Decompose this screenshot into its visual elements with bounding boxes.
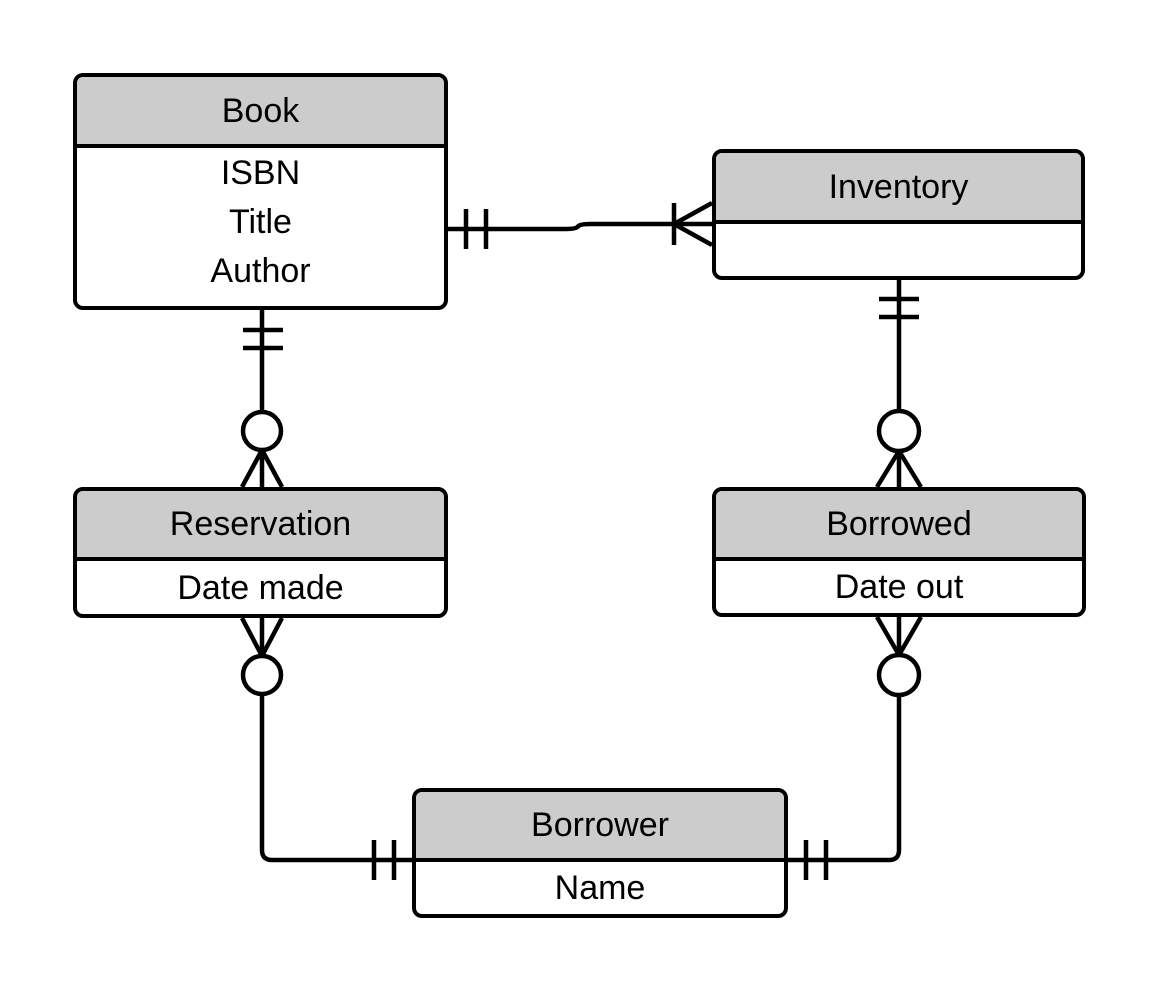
entity-attribute: Name — [554, 869, 646, 907]
connector-book-inventory — [448, 201, 714, 249]
zero-circle-marker — [876, 408, 922, 454]
zero-circle-marker — [240, 409, 284, 453]
many-crowsfoot-marker — [669, 201, 714, 247]
entity-attribute: Date out — [834, 568, 964, 606]
entity-inventory-title: Inventory — [828, 167, 969, 206]
connector-inventory-borrowed — [875, 280, 923, 489]
entity-attribute: Title — [229, 202, 292, 241]
relationship-line — [448, 221, 712, 232]
connector-book-reservation — [240, 310, 284, 489]
connector-borrowed-borrower — [788, 615, 923, 880]
entity-reservation-attributes: Date made — [77, 561, 444, 614]
entity-borrower: Borrower Name — [412, 788, 788, 918]
entity-book-header: Book — [77, 77, 444, 148]
entity-borrowed-title: Borrowed — [826, 505, 972, 543]
entity-borrower-header: Borrower — [416, 792, 784, 862]
many-crowsfoot-marker — [240, 448, 284, 489]
entity-borrowed-header: Borrowed — [716, 491, 1082, 561]
entity-borrowed: Borrowed Date out — [712, 487, 1086, 617]
entity-borrower-attributes: Name — [416, 862, 784, 914]
entity-attribute: Date made — [177, 568, 344, 607]
entity-attribute: ISBN — [220, 153, 301, 192]
entity-borrowed-attributes: Date out — [716, 561, 1082, 613]
entity-reservation: Reservation Date made — [73, 487, 448, 618]
entity-inventory: Inventory — [712, 149, 1085, 280]
zero-circle-marker — [876, 652, 922, 698]
entity-reservation-title: Reservation — [169, 505, 352, 543]
entity-inventory-attributes — [716, 224, 1081, 276]
many-crowsfoot-marker — [240, 616, 284, 658]
entity-reservation-header: Reservation — [77, 491, 444, 561]
many-crowsfoot-marker — [875, 449, 923, 489]
connector-reservation-borrower — [240, 616, 412, 880]
entity-book-title: Book — [221, 91, 300, 130]
many-crowsfoot-marker — [875, 615, 923, 657]
entity-borrower-title: Borrower — [531, 806, 669, 844]
entity-attribute: Author — [210, 252, 311, 291]
entity-inventory-header: Inventory — [716, 153, 1081, 224]
relationship-line — [788, 694, 902, 863]
zero-circle-marker — [240, 653, 284, 697]
relationship-line — [259, 694, 412, 863]
